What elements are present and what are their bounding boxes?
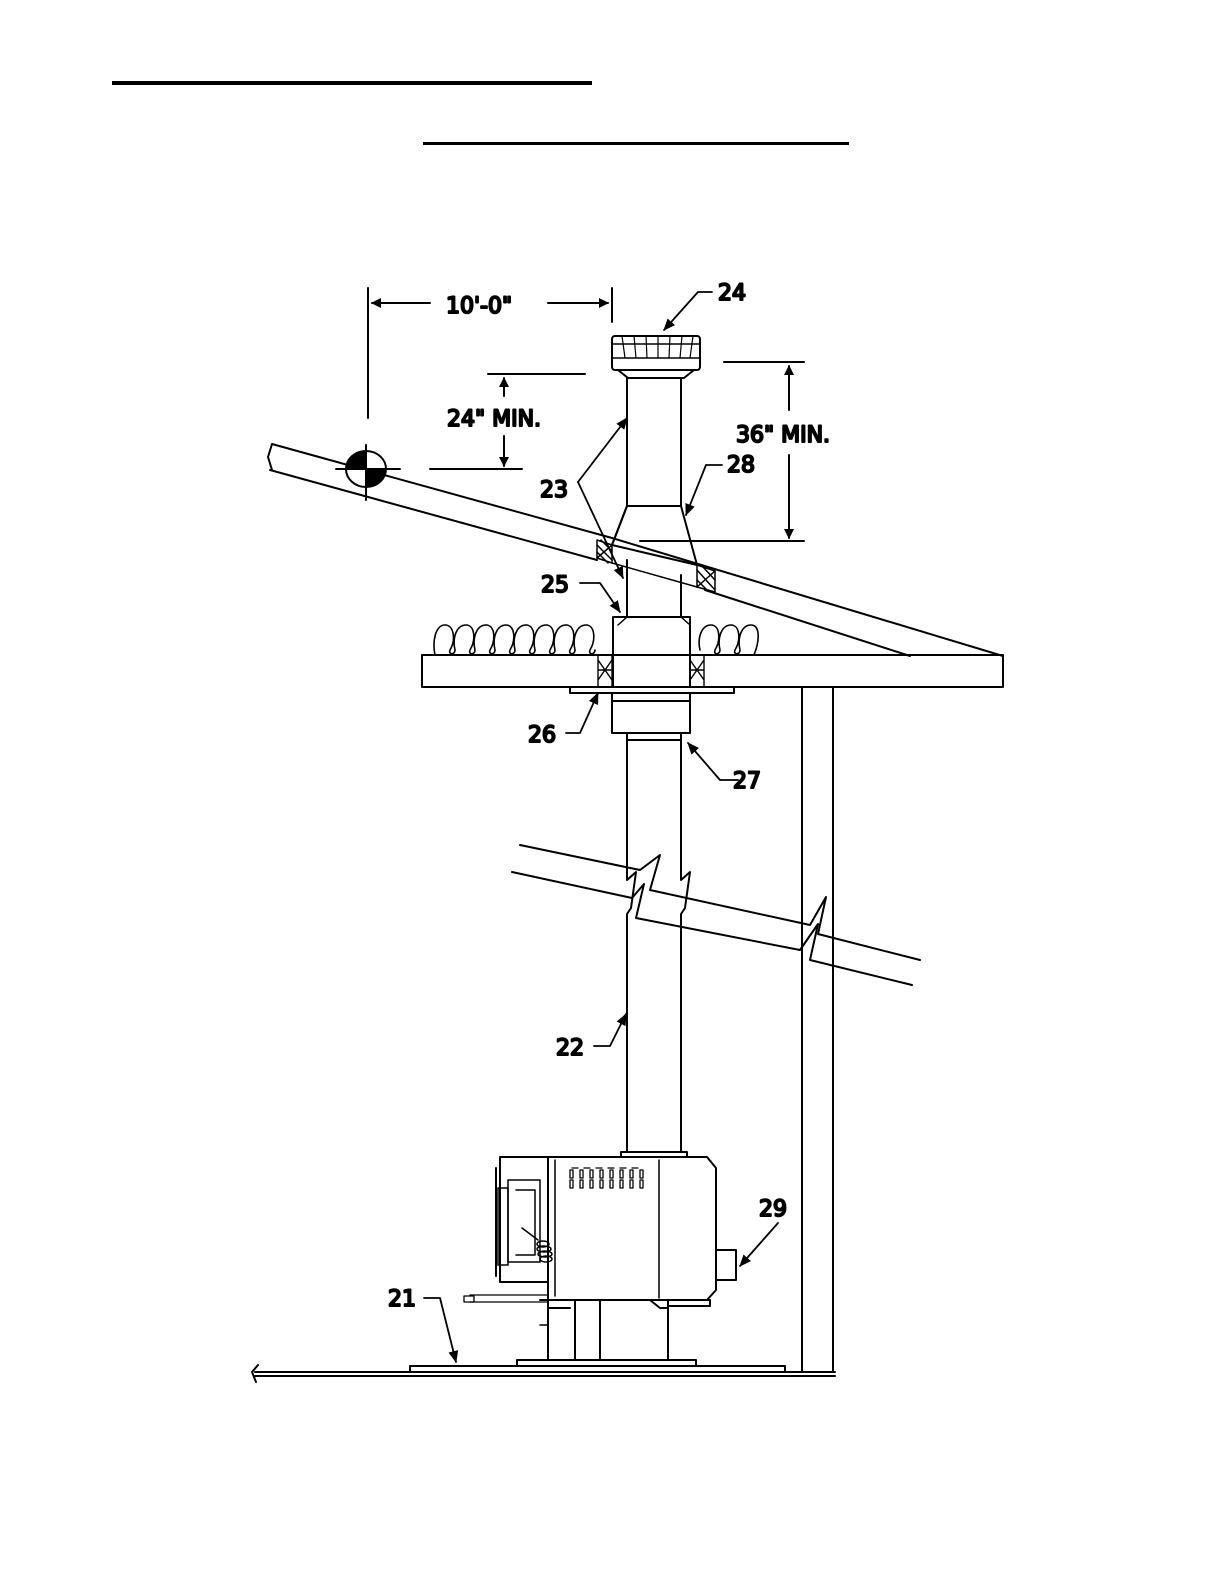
dimension-lines xyxy=(368,288,804,541)
callout-21: 21 xyxy=(388,1287,416,1312)
callout-22: 22 xyxy=(556,1036,584,1061)
callout-26: 26 xyxy=(528,723,556,748)
chimney-cap xyxy=(612,336,700,378)
callout-24: 24 xyxy=(718,281,746,306)
storm-collar xyxy=(612,506,697,565)
chimney xyxy=(570,336,734,1152)
stove-pipe-adapter xyxy=(612,701,690,733)
stove-vents xyxy=(570,1168,643,1188)
callout-25: 25 xyxy=(541,573,569,598)
stove xyxy=(410,1152,785,1372)
stove-pipe xyxy=(627,740,690,1152)
callout-leaders xyxy=(424,292,778,1362)
wall-stud xyxy=(802,687,833,1372)
insulation-icon xyxy=(434,625,758,655)
callout-23: 23 xyxy=(540,478,568,503)
floor-line xyxy=(252,1365,835,1382)
attic-support xyxy=(613,617,690,687)
callout-28: 28 xyxy=(727,453,755,478)
dimension-right-vertical: 36" MIN. xyxy=(736,423,830,448)
ceiling-joist xyxy=(422,655,1003,687)
callout-27: 27 xyxy=(733,769,761,794)
outside-air-connector xyxy=(716,1250,736,1280)
roof-slab-right xyxy=(612,538,1003,656)
break-line-icon xyxy=(512,845,920,985)
dimension-horizontal: 10'-0" xyxy=(446,294,512,319)
dimension-left-vertical: 24" MIN. xyxy=(447,407,541,432)
callout-29: 29 xyxy=(759,1197,787,1222)
ceiling xyxy=(422,625,1003,1372)
